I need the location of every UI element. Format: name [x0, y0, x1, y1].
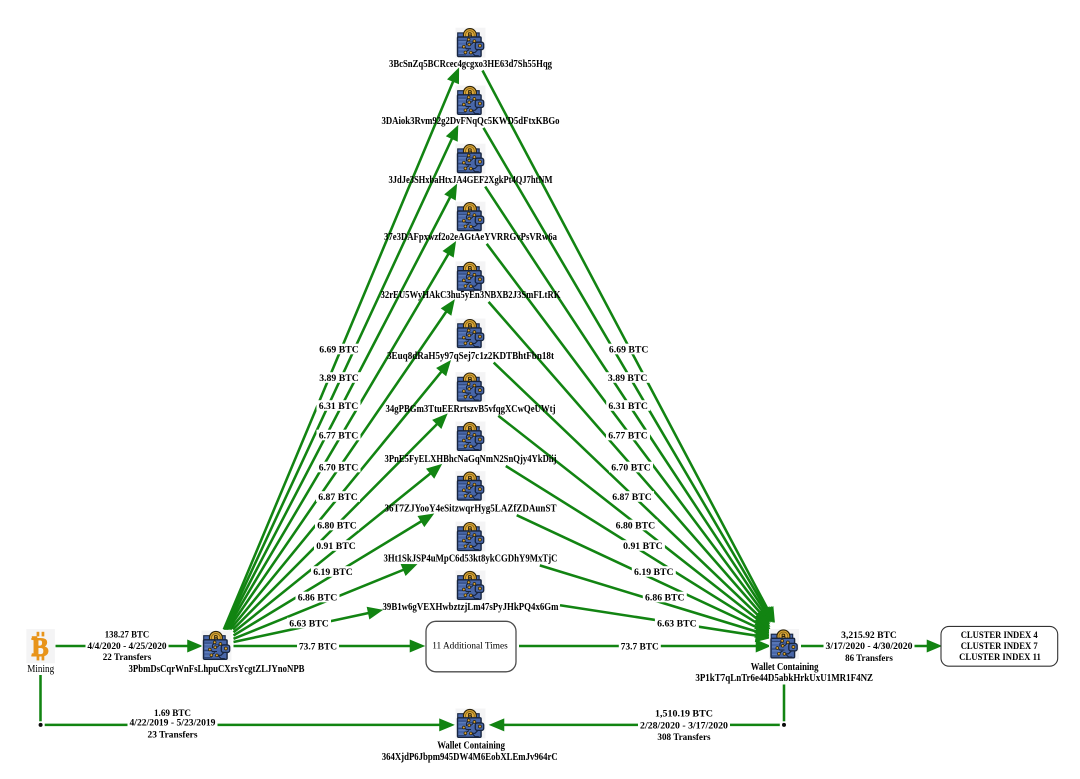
svg-text:0.91 BTC: 0.91 BTC: [316, 542, 356, 552]
svg-text:39B1w6gVEXHwbztzjLm47sPyJHkPQ4: 39B1w6gVEXHwbztzjLm47sPyJHkPQ4x6Gm: [383, 602, 560, 613]
svg-text:Wallet Containing: Wallet Containing: [751, 662, 819, 673]
svg-text:6.87 BTC: 6.87 BTC: [612, 493, 652, 503]
svg-text:Wallet Containing: Wallet Containing: [437, 741, 505, 752]
svg-text:3BcSnZq5BCRcec4gcgxo3HE63d7Sh5: 3BcSnZq5BCRcec4gcgxo3HE63d7Sh55Hqg: [389, 59, 552, 70]
svg-text:1,510.19 BTC: 1,510.19 BTC: [655, 710, 713, 720]
svg-text:6.31 BTC: 6.31 BTC: [319, 402, 359, 412]
svg-text:6.31 BTC: 6.31 BTC: [608, 402, 648, 412]
svg-text:0.91 BTC: 0.91 BTC: [623, 542, 663, 552]
svg-text:6.86 BTC: 6.86 BTC: [645, 593, 685, 603]
svg-text:73.7 BTC: 73.7 BTC: [621, 642, 659, 652]
svg-text:6.19 BTC: 6.19 BTC: [313, 568, 353, 578]
svg-text:3.89 BTC: 3.89 BTC: [319, 374, 359, 384]
svg-text:3PbmDsCqrWnFsLhpuCXrsYcgtZLJYn: 3PbmDsCqrWnFsLhpuCXrsYcgtZLJYnoNPB: [129, 664, 305, 675]
svg-text:4/22/2019 - 5/23/2019: 4/22/2019 - 5/23/2019: [130, 719, 216, 729]
svg-text:34gPBGm3TtuEERrtszvB5vfqgXCwQe: 34gPBGm3TtuEERrtszvB5vfqgXCwQeUWtj: [386, 404, 556, 415]
svg-text:6.80 BTC: 6.80 BTC: [616, 521, 656, 531]
svg-text:6.86 BTC: 6.86 BTC: [298, 593, 338, 603]
svg-text:6.70 BTC: 6.70 BTC: [611, 463, 651, 473]
svg-text:3,215.92 BTC: 3,215.92 BTC: [841, 631, 897, 641]
svg-text:1.69 BTC: 1.69 BTC: [154, 709, 191, 719]
svg-text:3/17/2020 - 4/30/2020: 3/17/2020 - 4/30/2020: [826, 642, 913, 652]
svg-text:6.80 BTC: 6.80 BTC: [317, 521, 357, 531]
svg-text:6.69 BTC: 6.69 BTC: [319, 345, 359, 355]
svg-text:2/28/2020 - 3/17/2020: 2/28/2020 - 3/17/2020: [640, 722, 728, 732]
svg-text:CLUSTER INDEX 4: CLUSTER INDEX 4: [961, 630, 1038, 641]
svg-text:CLUSTER INDEX 7: CLUSTER INDEX 7: [961, 641, 1038, 652]
svg-text:6.63 BTC: 6.63 BTC: [657, 619, 697, 629]
svg-text:3P1kT7qLnTr6e44D5abkHrkUxU1MR1: 3P1kT7qLnTr6e44D5abkHrkUxU1MR1F4NZ: [695, 673, 873, 684]
svg-text:CLUSTER INDEX 11: CLUSTER INDEX 11: [959, 652, 1041, 663]
svg-text:3PnE5FyELXHBhcNaGqNmN2SnQjy4Yk: 3PnE5FyELXHBhcNaGqNmN2SnQjy4YkDiij: [385, 454, 557, 465]
svg-text:138.27 BTC: 138.27 BTC: [105, 630, 150, 640]
svg-text:4/4/2020 - 4/25/2020: 4/4/2020 - 4/25/2020: [87, 642, 166, 652]
svg-text:11 Additional Times: 11 Additional Times: [432, 642, 508, 652]
svg-text:6.77 BTC: 6.77 BTC: [319, 431, 359, 441]
svg-text:308 Transfers: 308 Transfers: [657, 733, 710, 743]
svg-text:6.63 BTC: 6.63 BTC: [289, 619, 329, 629]
svg-text:6.70 BTC: 6.70 BTC: [319, 463, 359, 473]
svg-text:3DAiok3Rvm92g2DvFNqQc5KWD5dFtx: 3DAiok3Rvm92g2DvFNqQc5KWD5dFtxKBGo: [382, 116, 560, 127]
svg-text:6.69 BTC: 6.69 BTC: [609, 345, 649, 355]
svg-text:73.7 BTC: 73.7 BTC: [299, 642, 337, 652]
svg-text:3.89 BTC: 3.89 BTC: [608, 374, 648, 384]
svg-text:86 Transfers: 86 Transfers: [845, 654, 893, 664]
svg-text:37e3DAFpxwzf2o2eAGtAeYVRRGvPsV: 37e3DAFpxwzf2o2eAGtAeYVRRGvPsVRw6a: [384, 232, 557, 243]
svg-text:6.87 BTC: 6.87 BTC: [318, 493, 358, 503]
svg-text:Mining: Mining: [27, 664, 54, 675]
svg-text:36T7ZJYooY4eSitzwqrHyg5LAZfZDA: 36T7ZJYooY4eSitzwqrHyg5LAZfZDAunST: [385, 503, 557, 514]
svg-text:23 Transfers: 23 Transfers: [148, 730, 198, 740]
svg-text:6.19 BTC: 6.19 BTC: [634, 568, 674, 578]
svg-text:3JdJe3SHxbaHtxJA4GEF2XgkPt4QJ7: 3JdJe3SHxbaHtxJA4GEF2XgkPt4QJ7htNM: [389, 175, 553, 186]
svg-text:3Euq8dRaH5y97qSej7c1z2KDTBhtFb: 3Euq8dRaH5y97qSej7c1z2KDTBhtFbn18t: [387, 351, 555, 362]
svg-text:3Ht1SkJSP4uMpC6d53kt8ykCGDhY9M: 3Ht1SkJSP4uMpC6d53kt8ykCGDhY9MxTjC: [384, 554, 558, 565]
svg-text:32rEU5WyHAkC3hu5yEn3NBXB2J3SmF: 32rEU5WyHAkC3hu5yEn3NBXB2J3SmFLtRK: [381, 290, 561, 301]
svg-text:364XjdP6Jbpm945DW4M6EobXLEmJv9: 364XjdP6Jbpm945DW4M6EobXLEmJv964rC: [382, 752, 558, 763]
svg-text:6.77 BTC: 6.77 BTC: [608, 431, 648, 441]
svg-text:22 Transfers: 22 Transfers: [103, 653, 152, 663]
